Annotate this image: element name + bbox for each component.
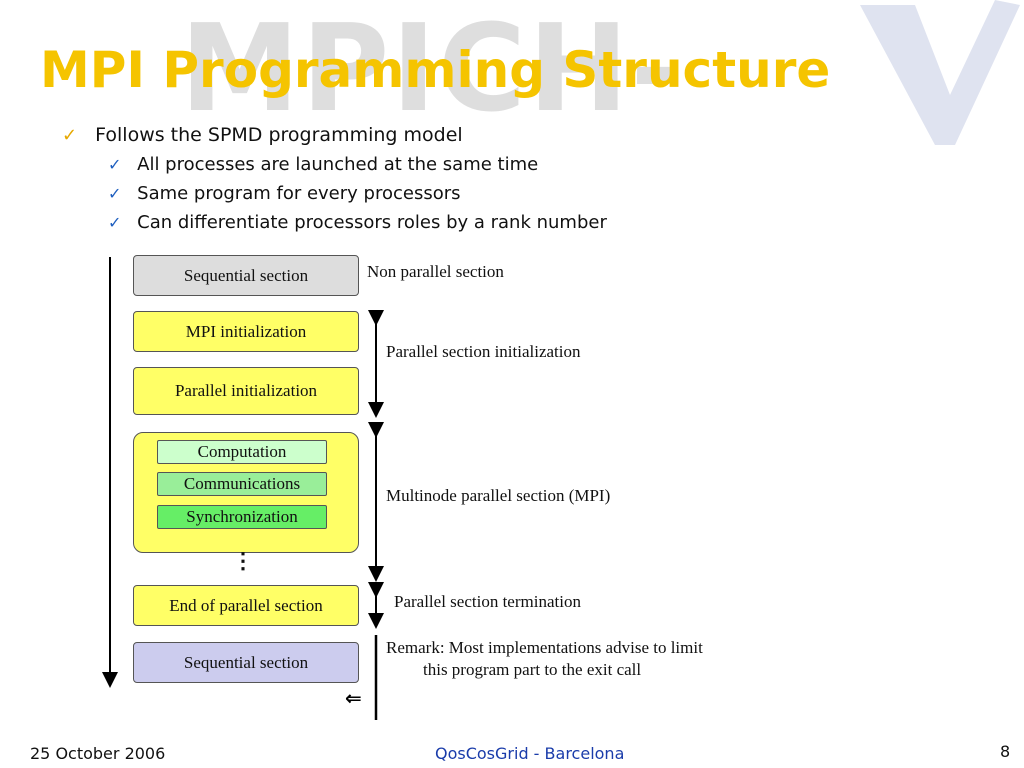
- sub-bullet-3: ✓ Can differentiate processors roles by …: [108, 214, 607, 232]
- check-icon: ✓: [108, 155, 122, 174]
- check-icon: ✓: [108, 213, 122, 232]
- end-parallel-section-box: End of parallel section: [133, 585, 359, 626]
- check-icon: ✓: [108, 184, 122, 203]
- parallel-initialization-box: Parallel initialization: [133, 367, 359, 415]
- sequential-section-top: Sequential section: [133, 255, 359, 296]
- page-number: 8: [1000, 742, 1011, 761]
- remark-line-1: Remark: Most implementations advise to l…: [386, 638, 703, 657]
- synchronization-box: Synchronization: [157, 505, 327, 529]
- check-icon: ✓: [62, 125, 78, 146]
- sub-bullet-1: ✓ All processes are launched at the same…: [108, 156, 538, 174]
- remark-line-2: this program part to the exit call: [423, 660, 642, 679]
- back-arrow-icon: ⇐: [345, 686, 362, 710]
- label-non-parallel: Non parallel section: [367, 262, 504, 281]
- ellipsis-icon: ⋮: [232, 548, 254, 573]
- sub-bullet-text: Can differentiate processors roles by a …: [137, 212, 607, 233]
- slide-title: MPI Programming Structure: [40, 41, 831, 99]
- label-termination: Parallel section termination: [394, 592, 581, 611]
- footer-date: 25 October 2006: [30, 744, 166, 763]
- sub-bullet-text: All processes are launched at the same t…: [137, 154, 539, 175]
- communications-box: Communications: [157, 472, 327, 496]
- label-parallel-init: Parallel section initialization: [386, 342, 581, 361]
- footer-center: QosCosGrid - Barcelona: [435, 744, 625, 763]
- mpich-watermark: MPICH-: [180, 0, 683, 139]
- mpi-initialization-box: MPI initialization: [133, 311, 359, 352]
- sub-bullet-2: ✓ Same program for every processors: [108, 185, 461, 203]
- bullet-main-text: Follows the SPMD programming model: [95, 124, 463, 146]
- sub-bullet-text: Same program for every processors: [137, 183, 461, 204]
- watermark-v-logo: [860, 0, 1020, 145]
- label-multinode: Multinode parallel section (MPI): [386, 486, 611, 505]
- bullet-main: ✓ Follows the SPMD programming model: [62, 126, 463, 145]
- computation-box: Computation: [157, 440, 327, 464]
- sequential-section-bottom: Sequential section: [133, 642, 359, 683]
